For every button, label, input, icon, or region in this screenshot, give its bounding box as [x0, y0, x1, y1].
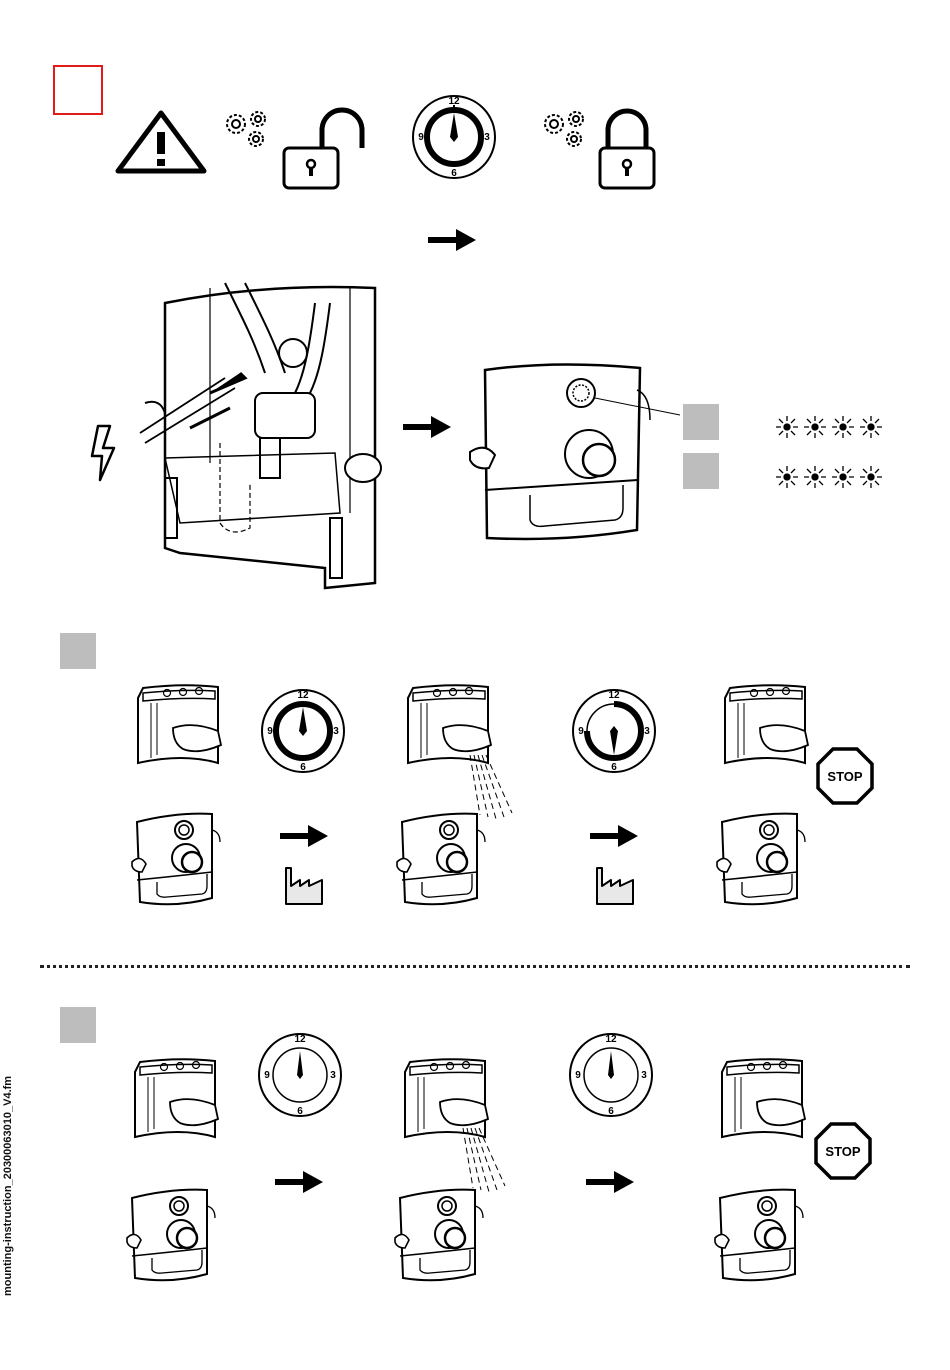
factory-icon: [595, 866, 635, 906]
clock-label-6: 6: [611, 762, 617, 773]
clock-label-6: 6: [608, 1106, 614, 1117]
device-top-view: [133, 683, 228, 768]
led-blink-icon: [773, 410, 893, 492]
device-top-view: [720, 683, 815, 768]
clock-label-9: 9: [575, 1070, 581, 1081]
clock-icon: 12 3 6 9: [411, 94, 497, 180]
clock-label-3: 3: [484, 132, 490, 143]
clock-label-6: 6: [300, 762, 306, 773]
arrow-icon: [590, 825, 638, 847]
section-divider: [40, 965, 910, 968]
step-marker: [683, 453, 719, 489]
clock-label-12: 12: [294, 1034, 306, 1045]
step-marker: [60, 1007, 96, 1043]
closed-unit-illustration: [465, 360, 665, 545]
clock-icon: 12 3 6 9: [571, 688, 657, 774]
lightning-icon: [88, 424, 122, 482]
open-unit-illustration: [135, 283, 385, 593]
device-front-view: [132, 810, 227, 910]
clock-icon: 12 3 6 9: [568, 1032, 654, 1118]
clock-label-12: 12: [608, 690, 620, 701]
factory-icon: [284, 866, 324, 906]
arrow-icon: [275, 1171, 323, 1193]
step-marker: [683, 404, 719, 440]
clock-label-9: 9: [578, 726, 584, 737]
device-front-view: [395, 1186, 490, 1286]
clock-label-6: 6: [451, 168, 457, 179]
stop-label: STOP: [825, 1144, 860, 1159]
device-front-view: [715, 1186, 810, 1286]
clock-label-9: 9: [418, 132, 424, 143]
gears-icon: [222, 107, 272, 149]
clock-icon: 12 3 6 9: [257, 1032, 343, 1118]
device-top-view: [717, 1057, 812, 1142]
document-filename: mounting-instruction_20300063010_V4.fm: [2, 1056, 14, 1296]
arrow-icon: [280, 825, 328, 847]
clock-label-9: 9: [264, 1070, 270, 1081]
stop-sign-icon: STOP: [816, 747, 874, 805]
arrow-icon: [403, 416, 451, 438]
clock-icon: 12 3 6 9: [260, 688, 346, 774]
gears-icon: [540, 107, 590, 149]
step-marker: [60, 633, 96, 669]
clock-label-12: 12: [605, 1034, 617, 1045]
arrow-icon: [586, 1171, 634, 1193]
clock-label-3: 3: [330, 1070, 336, 1081]
clock-label-9: 9: [267, 726, 273, 737]
device-front-view: [127, 1186, 222, 1286]
clock-label-12: 12: [297, 690, 309, 701]
stop-sign-icon: STOP: [814, 1122, 872, 1180]
clock-label-3: 3: [644, 726, 650, 737]
device-top-view: [130, 1057, 225, 1142]
clock-label-6: 6: [297, 1106, 303, 1117]
device-front-view: [717, 810, 812, 910]
warning-icon: [115, 110, 207, 174]
arrow-icon: [428, 229, 476, 251]
clock-label-12: 12: [448, 96, 460, 107]
lock-icon: [598, 110, 656, 190]
clock-label-3: 3: [641, 1070, 647, 1081]
stop-label: STOP: [827, 769, 862, 784]
warning-marker-box: [53, 65, 103, 115]
unlock-icon: [280, 110, 365, 190]
clock-label-3: 3: [333, 726, 339, 737]
device-front-view: [397, 810, 492, 910]
